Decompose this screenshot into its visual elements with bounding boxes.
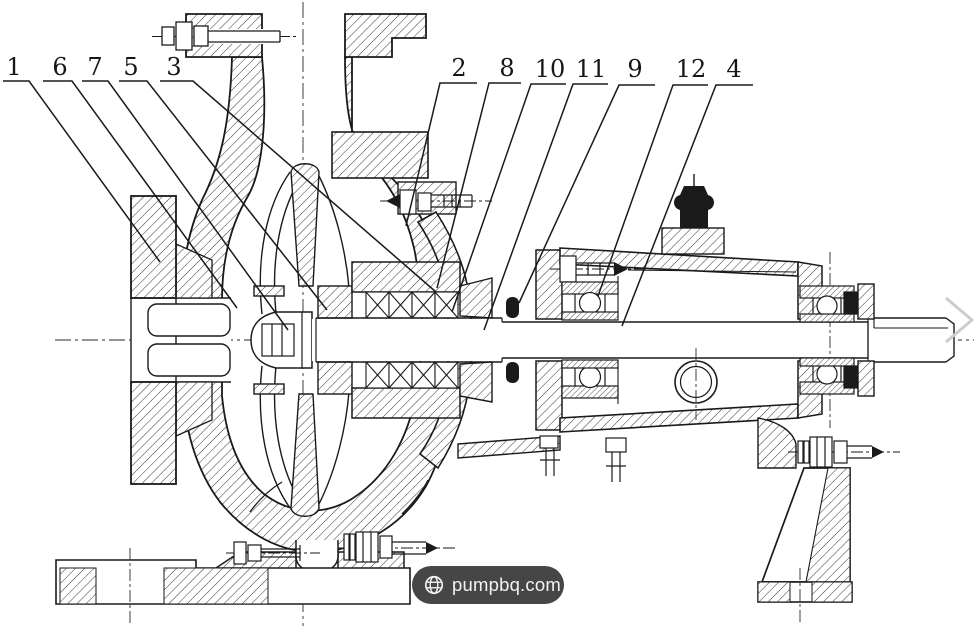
suction-flange [130,195,231,485]
chevron-watermark [945,296,975,344]
callout-leader-2 [405,82,477,227]
callout-leader-7 [82,80,289,331]
callout-number-5: 5 [123,53,138,81]
baseplate [55,548,411,626]
bearing-end-cap [857,283,875,397]
grease-cup [661,174,725,255]
housing-support-foot [757,417,853,624]
oil-plug-boss [674,360,718,404]
callout-leader-6 [43,80,238,309]
stuffing-box-top [351,261,461,293]
casing-wear-ring [253,285,285,297]
callout-number-6: 6 [52,53,67,81]
callout-number-11: 11 [576,55,607,83]
stuffing-box-bottom [351,387,461,419]
impeller [253,163,353,517]
callout-leader-3 [160,80,437,293]
watermark-text: pumpbq.com [452,574,561,595]
impeller-nut [250,311,313,369]
callout-leader-9 [518,84,655,304]
bearing-housing [457,247,831,459]
callout-leader-12 [597,84,708,297]
callout-leader-1 [3,80,161,263]
callout-number-12: 12 [676,55,707,83]
callout-number-1: 1 [6,53,21,81]
callout-leader-8 [436,82,521,289]
shaft [312,297,958,383]
foot-bolt [788,436,900,468]
water-slinger-ring [506,297,519,318]
callout-leader-11 [483,83,608,331]
watermark-globe-icon [424,575,444,595]
housing-bottom-bolts [539,435,627,482]
callout-leader-10 [451,83,566,313]
suction-pocket-top [147,303,231,337]
outer-ball-bearing [799,285,859,395]
callout-number-4: 4 [726,55,741,83]
callout-number-7: 7 [87,53,102,81]
packing-rings [365,291,459,389]
discharge-flange-bolt [152,21,298,51]
callout-number-3: 3 [166,53,181,81]
callout-number-10: 10 [535,55,566,83]
callout-number-8: 8 [499,54,514,82]
callout-leader-4 [621,84,753,327]
suction-pocket-bottom [147,343,231,377]
watermark-badge: pumpbq.com [412,566,564,604]
inner-ball-bearing [561,281,619,399]
callout-number-2: 2 [451,54,466,82]
callout-leader-5 [119,80,328,311]
impeller-hub [317,285,353,319]
foot-bolts [226,531,455,565]
callout-number-9: 9 [627,55,642,83]
felt-seal [843,291,859,315]
cover-stud [380,189,492,215]
